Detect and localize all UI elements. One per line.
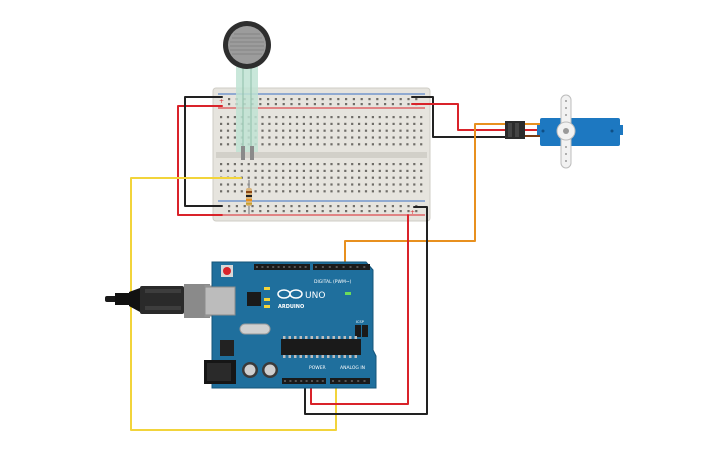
arduino-brand: ARDUINO: [278, 304, 304, 310]
force-sensitive-resistor[interactable]: [223, 21, 271, 160]
wire-red-5v[interactable]: [310, 214, 409, 405]
wires: [130, 96, 546, 431]
breadboard-top-rail: [228, 98, 418, 106]
rail-plus-label-bottom: +: [410, 209, 415, 216]
wire-black-left[interactable]: [184, 96, 223, 207]
wire-orange-signal[interactable]: [344, 123, 506, 267]
arduino-logo: [277, 289, 303, 299]
led-tx: [264, 298, 270, 301]
led-rx: [264, 305, 270, 308]
header-holes: [256, 266, 366, 382]
power-label: POWER: [309, 365, 326, 371]
led-on: [345, 292, 351, 295]
arduino-uno[interactable]: ARDUINO UNO DIGITAL (PWM~) POWER ANALOG …: [204, 261, 377, 389]
wire-black-gnd[interactable]: [304, 206, 428, 415]
analog-header[interactable]: [330, 378, 370, 384]
wire-red-servo[interactable]: [411, 103, 506, 131]
power-header[interactable]: [282, 378, 326, 384]
breadboard[interactable]: + +: [212, 87, 431, 222]
wire-black-servo[interactable]: [411, 96, 506, 138]
atmega-chip: [281, 339, 361, 355]
icsp-header: [355, 325, 368, 337]
digital-header-left[interactable]: [254, 264, 310, 270]
arduino-model: UNO: [305, 291, 325, 301]
resistor[interactable]: [246, 180, 252, 214]
breadboard-bottom-rail: [228, 205, 418, 213]
rail-plus-label: +: [219, 98, 224, 105]
led-l: [264, 287, 270, 290]
digital-label: DIGITAL (PWM~): [314, 279, 352, 285]
micro-servo[interactable]: [505, 94, 623, 169]
icsp-label: ICSP: [356, 320, 364, 324]
wire-red-left[interactable]: [177, 105, 223, 216]
digital-header-right[interactable]: [313, 264, 370, 270]
chip-pins: [283, 336, 357, 358]
analog-label: ANALOG IN: [340, 365, 365, 371]
